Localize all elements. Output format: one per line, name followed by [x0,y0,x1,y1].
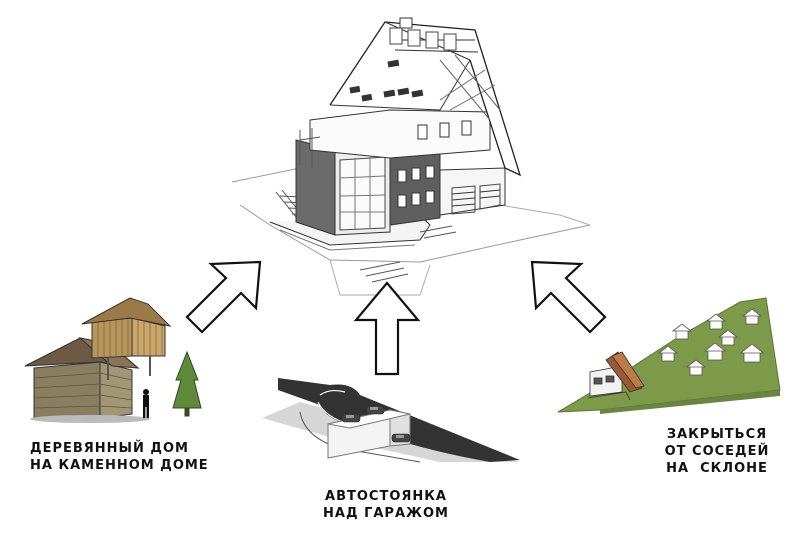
caption-wooden-house-on-stone-house: ДЕРЕВЯННЫЙ ДОМ НА КАМЕННОМ ДОМЕ [30,440,209,474]
main-house-sketch-icon [231,17,591,296]
caption-line: ЗАКРЫТЬСЯ [666,427,768,442]
caption-line: НАД ГАРАЖОМ [323,506,449,521]
houses-on-slope-icon [557,297,781,414]
caption-line: НА СКЛОНЕ [666,461,768,476]
arrow-up-outline-icon-right [530,260,607,334]
arrow-up-outline-icon-center [353,281,421,376]
parking-over-garage-icon [262,378,520,463]
caption-line: НА КАМЕННОМ ДОМЕ [30,458,209,473]
caption-line: ДЕРЕВЯННЫЙ ДОМ [30,441,189,456]
caption-line: АВТОСТОЯНКА [325,489,447,504]
caption-parking-over-garage: АВТОСТОЯНКА НАД ГАРАЖОМ [316,488,456,522]
arrow-up-outline-icon-left [185,260,262,334]
caption-line: ОТ СОСЕДЕЙ [664,444,770,459]
caption-hide-from-neighbours-on-slope: ЗАКРЫТЬСЯ ОТ СОСЕДЕЙ НА СКЛОНЕ [654,426,780,477]
wood-on-stone-house-icon [24,297,202,423]
